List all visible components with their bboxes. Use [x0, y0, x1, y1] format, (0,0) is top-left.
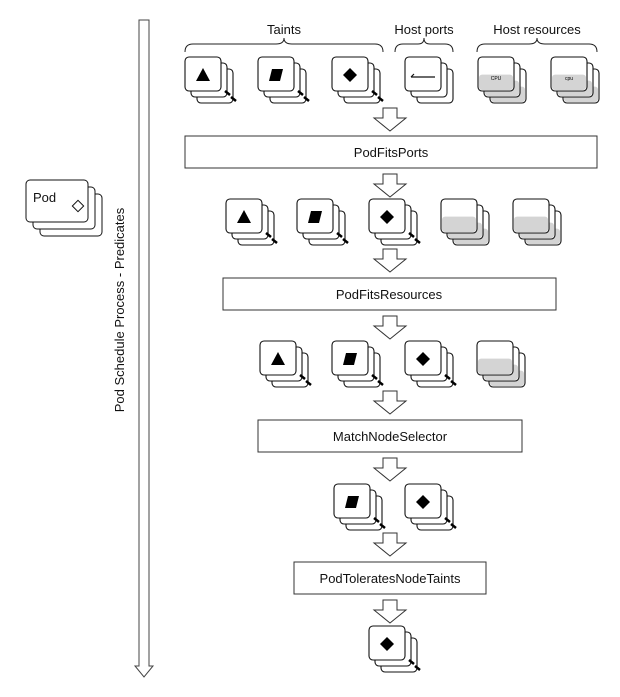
resource-label: CPU [491, 76, 502, 82]
parallelogram-icon [269, 69, 283, 81]
node-card [368, 198, 421, 246]
group-label-host-ports: Host ports [394, 22, 454, 37]
triangle-icon [196, 68, 210, 81]
node-card [368, 625, 421, 673]
node-card: cpu [550, 56, 600, 104]
parallelogram-icon [343, 353, 357, 365]
node-card [331, 340, 384, 388]
flow-arrow [372, 248, 408, 273]
step-label: MatchNodeSelector [333, 429, 448, 444]
timeline-arrow [133, 19, 155, 678]
brace-host-ports [394, 37, 454, 53]
node-card [512, 198, 562, 246]
node-card [296, 198, 349, 246]
node-cards: CPU cpu [184, 56, 600, 673]
node-card [225, 198, 278, 246]
brace-taints [184, 37, 384, 53]
node-card: CPU [477, 56, 527, 104]
diamond-icon [343, 68, 357, 82]
node-card [259, 340, 312, 388]
node-card [476, 340, 526, 388]
brace-host-resources [476, 37, 598, 53]
flow-arrow [372, 107, 408, 132]
step-label: PodFitsResources [336, 287, 443, 302]
flow-arrow [372, 390, 408, 415]
node-card [440, 198, 490, 246]
parallelogram-icon [345, 496, 359, 508]
step-box-pod-fits-ports: PodFitsPorts [184, 135, 598, 169]
diamond-icon [380, 637, 394, 651]
node-card [331, 56, 384, 104]
step-box-pod-fits-resources: PodFitsResources [222, 277, 557, 311]
triangle-icon [237, 210, 251, 223]
flow-arrow [372, 173, 408, 198]
parallelogram-icon [308, 211, 322, 223]
port-icon [410, 73, 435, 78]
flow-arrow [372, 315, 408, 340]
diamond-icon [416, 352, 430, 366]
node-card [404, 340, 457, 388]
pod-label: Pod [33, 190, 56, 205]
step-box-pod-tolerates-node-taints: PodToleratesNodeTaints [293, 561, 487, 595]
node-card [257, 56, 310, 104]
node-card [184, 56, 237, 104]
triangle-icon [271, 352, 285, 365]
step-label: PodFitsPorts [354, 145, 429, 160]
diamond-icon [416, 495, 430, 509]
step-box-match-node-selector: MatchNodeSelector [257, 419, 523, 453]
group-label-taints: Taints [267, 22, 301, 37]
node-card [404, 56, 454, 104]
group-headers: Taints Host ports Host resources [184, 22, 598, 53]
node-card [333, 483, 386, 531]
flow-arrows [372, 107, 408, 624]
step-label: PodToleratesNodeTaints [320, 571, 461, 586]
flow-arrow [372, 457, 408, 482]
cpu-icon: CPU [491, 76, 502, 82]
diamond-icon [380, 210, 394, 224]
group-label-host-resources: Host resources [493, 22, 581, 37]
resource-label: cpu [565, 76, 573, 82]
pod-card: Pod [25, 179, 103, 237]
node-card [404, 483, 457, 531]
flow-arrow [372, 599, 408, 624]
flow-arrow [372, 532, 408, 557]
pod-toleration-icon [71, 199, 85, 213]
cpu-icon: cpu [565, 76, 573, 82]
side-label: Pod Schedule Process - Predicates [112, 207, 127, 412]
